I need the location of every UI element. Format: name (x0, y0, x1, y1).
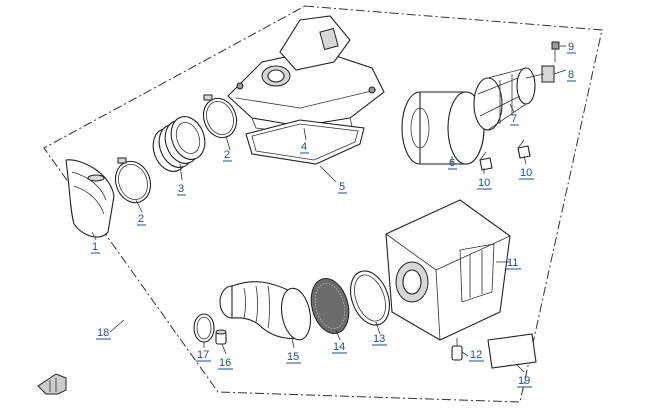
air-filter-element[interactable] (401, 91, 485, 165)
drain-plug[interactable] (451, 338, 463, 361)
small-hose-clamp[interactable] (193, 313, 215, 343)
svg-text:18: 18 (97, 327, 109, 339)
part-label-14: 14 (332, 341, 347, 354)
hose-clamp-upper[interactable] (198, 94, 242, 143)
part-label-8: 8 (567, 69, 576, 82)
svg-text:7: 7 (511, 113, 517, 125)
svg-text:2: 2 (138, 213, 144, 225)
svg-text:2: 2 (224, 149, 230, 161)
part-label-9: 9 (567, 41, 576, 54)
part-label-1: 1 (91, 241, 100, 254)
air-box-body[interactable] (385, 199, 511, 341)
warning-label[interactable] (487, 333, 537, 369)
hose-fitting[interactable] (215, 329, 227, 345)
part-label-10-right: 10 (519, 167, 534, 180)
svg-text:15: 15 (287, 351, 299, 363)
part-label-18: 18 (96, 327, 111, 340)
filter-cage[interactable] (473, 67, 536, 131)
part-label-3: 3 (177, 183, 186, 196)
part-label-19: 19 (517, 375, 532, 388)
svg-text:5: 5 (339, 181, 345, 193)
spring-clip-right[interactable] (517, 139, 531, 159)
part-label-4: 4 (300, 141, 309, 154)
part-label-5: 5 (338, 181, 347, 194)
large-hose-clamp[interactable] (344, 266, 397, 331)
svg-text:1: 1 (92, 241, 98, 253)
part-label-11: 11 (506, 257, 521, 270)
arrow-icon (37, 373, 67, 395)
svg-text:9: 9 (568, 41, 574, 53)
part-label-2-left: 2 (137, 213, 146, 226)
svg-text:17: 17 (197, 349, 209, 361)
hose-clamp-left[interactable] (110, 156, 156, 207)
part-label-6: 6 (448, 157, 457, 170)
corrugated-connector[interactable] (147, 112, 210, 176)
svg-text:10: 10 (478, 177, 490, 189)
part-label-16: 16 (218, 357, 233, 370)
part-label-2-upper: 2 (223, 149, 232, 162)
lid-gasket[interactable] (245, 119, 365, 165)
air-box-lid[interactable] (227, 15, 385, 135)
part-label-15: 15 (286, 351, 301, 364)
svg-text:16: 16 (219, 357, 231, 369)
svg-text:8: 8 (568, 69, 574, 81)
svg-text:11: 11 (507, 257, 518, 269)
svg-text:10: 10 (520, 167, 532, 179)
svg-text:4: 4 (301, 141, 307, 153)
part-label-12: 12 (469, 349, 484, 362)
screw[interactable] (551, 41, 560, 62)
part-label-13: 13 (372, 333, 387, 346)
leader-lines (91, 45, 567, 373)
intake-duct-cover[interactable] (65, 159, 115, 238)
part-label-7: 7 (510, 113, 519, 126)
part-label-17: 17 (196, 349, 211, 362)
spring-clip-left[interactable] (479, 151, 493, 171)
part-label-10-left: 10 (477, 177, 492, 190)
svg-text:13: 13 (373, 333, 385, 345)
assembly-boundary (43, 5, 603, 403)
svg-text:14: 14 (333, 341, 345, 353)
svg-text:3: 3 (178, 183, 184, 195)
intake-hose-elbow[interactable] (219, 281, 314, 342)
svg-text:19: 19 (518, 375, 530, 387)
svg-text:12: 12 (470, 349, 482, 361)
mesh-screen[interactable] (305, 274, 354, 337)
svg-text:6: 6 (449, 157, 455, 169)
